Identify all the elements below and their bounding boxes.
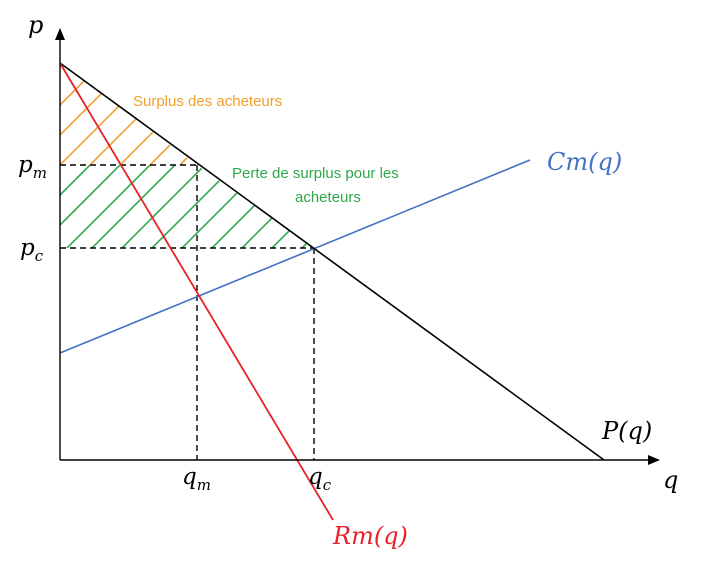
buyers-surplus-hatch	[60, 63, 197, 165]
demand-curve	[59, 62, 605, 461]
marginal-revenue-curve-label: Rm(q)	[332, 522, 408, 550]
demand-curve-label: P(q)	[601, 417, 652, 445]
marginal-cost-curve-label: Cm(q)	[547, 148, 622, 176]
guide-lines	[60, 164, 315, 460]
axes	[55, 28, 660, 465]
buyers-surplus-label: Surplus des acheteurs	[133, 93, 282, 110]
qm-tick-label: qm	[182, 464, 211, 494]
y-axis-arrow-icon	[55, 28, 65, 40]
surplus-loss-label-line1: Perte de surplus pour les	[232, 165, 399, 182]
marginal-cost-curve	[59, 159, 531, 354]
y-axis-label: p	[28, 11, 43, 39]
surplus-loss-label-line2: acheteurs	[295, 189, 361, 206]
x-axis-arrow-icon	[648, 455, 660, 465]
pm-tick-label: pm	[18, 152, 47, 182]
qc-tick-label: qc	[308, 464, 332, 494]
marginal-revenue-curve	[59, 62, 334, 521]
pc-tick-label: pc	[20, 235, 44, 265]
x-axis-label: q	[663, 466, 678, 494]
